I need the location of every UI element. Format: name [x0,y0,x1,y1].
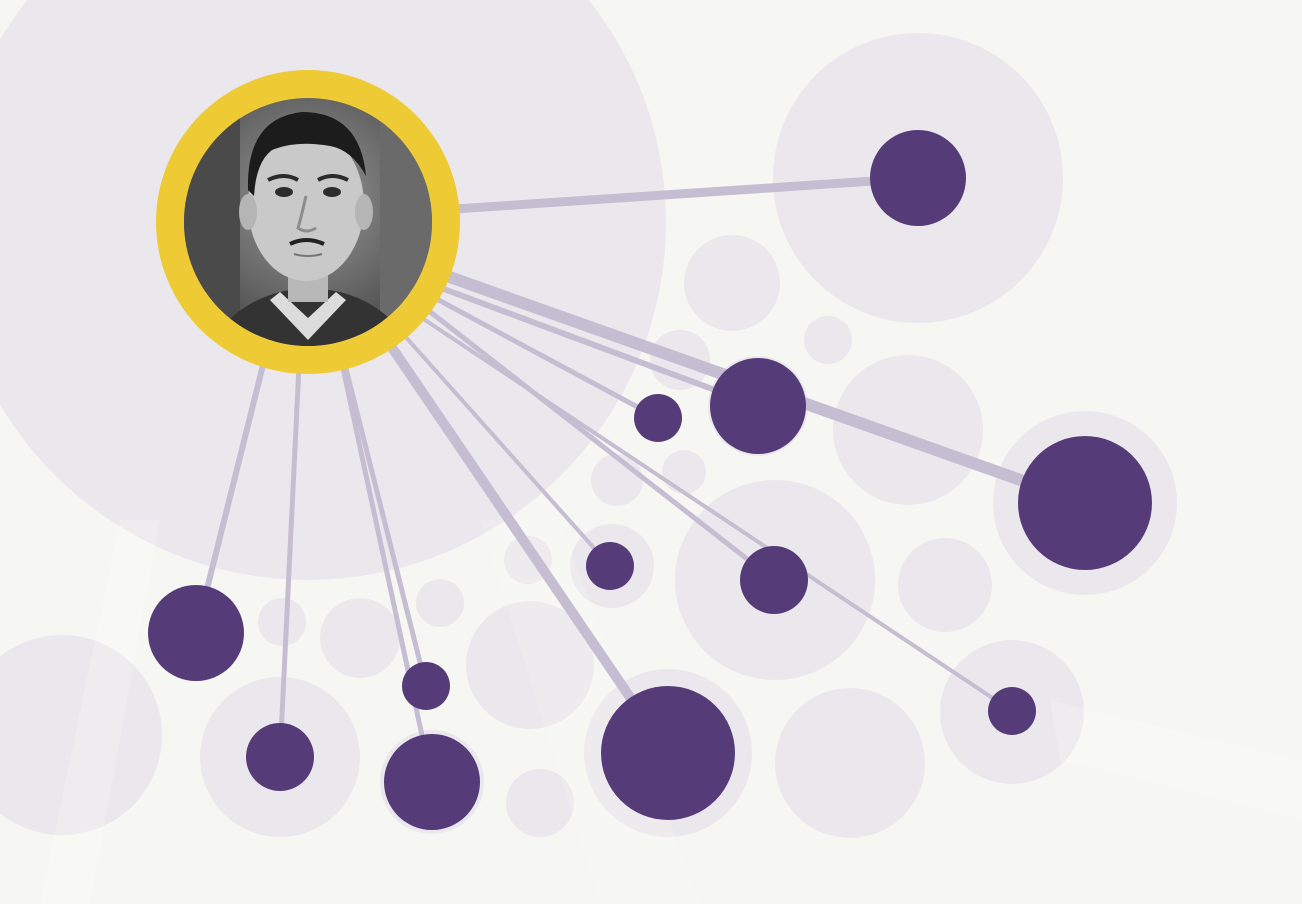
edge [277,342,303,760]
node[interactable] [246,723,314,791]
node[interactable] [148,585,244,681]
node[interactable] [740,546,808,614]
node[interactable] [601,686,735,820]
halo [416,579,464,627]
halo [466,601,594,729]
nodes [148,130,1152,830]
halo [898,538,992,632]
halo [506,769,574,837]
halo [684,235,780,331]
edge [375,325,673,758]
node[interactable] [586,542,634,590]
edge [408,308,1014,713]
halo [833,355,983,505]
edge [435,173,923,215]
edge [335,342,435,785]
node[interactable] [1018,436,1152,570]
edge [412,297,777,583]
edge [422,279,761,409]
node[interactable] [634,394,682,442]
halo [804,316,852,364]
halo [320,598,400,678]
edge [417,287,661,421]
node[interactable] [870,130,966,226]
halo [258,598,306,646]
node[interactable] [710,358,806,454]
halo [775,688,925,838]
node[interactable] [384,734,480,830]
halo [0,635,162,835]
node[interactable] [402,662,450,710]
edge [193,342,271,636]
halo [662,450,706,494]
edge [393,323,612,568]
node[interactable] [988,687,1036,735]
edge [337,342,429,689]
central-node[interactable] [156,70,460,374]
